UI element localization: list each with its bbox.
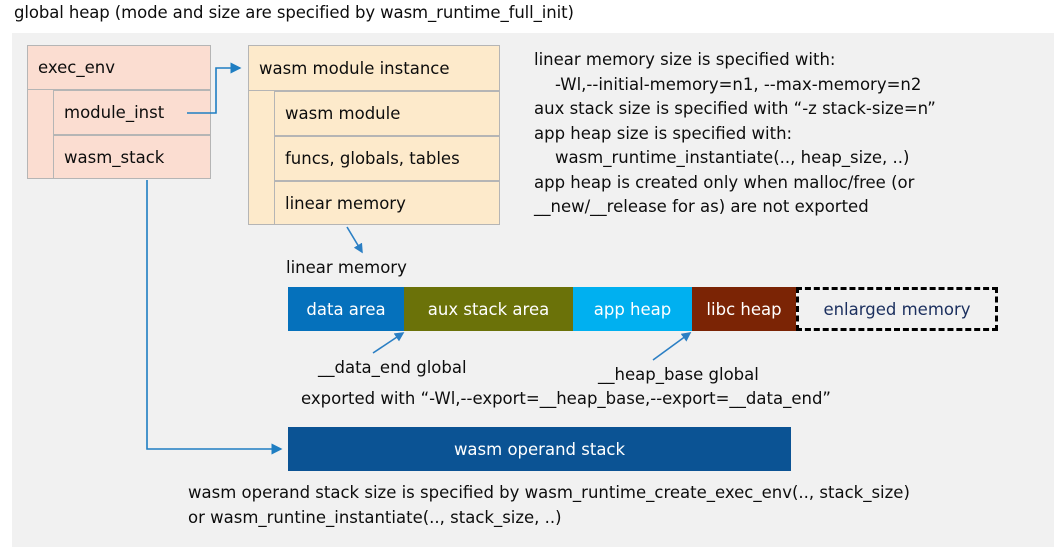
- wasm-module-instance-header-label: wasm module instance: [259, 58, 450, 78]
- exec-env-field-module-inst: module_inst: [53, 90, 211, 135]
- memory-segment-libc-heap: libc heap: [692, 287, 796, 331]
- linear-memory-bar: data area aux stack area app heap libc heap…: [288, 287, 998, 331]
- memory-segment-label: enlarged memory: [823, 299, 971, 319]
- module-inst-label: module_inst: [64, 103, 165, 122]
- module-field-funcs-globals-tables: funcs, globals, tables: [274, 136, 500, 181]
- memory-segment-label: app heap: [593, 299, 672, 319]
- memory-segment-label: aux stack area: [427, 299, 550, 319]
- funcs-globals-tables-label: funcs, globals, tables: [285, 149, 460, 168]
- memory-segment-label: libc heap: [706, 299, 782, 319]
- wasm-module-label: wasm module: [285, 104, 401, 123]
- module-field-linear-memory: linear memory: [274, 181, 500, 225]
- page-title: global heap (mode and size are specified…: [14, 3, 574, 22]
- module-field-wasm-module: wasm module: [274, 91, 500, 136]
- exec-env-field-wasm-stack: wasm_stack: [53, 135, 211, 179]
- memory-segment-enlarged-memory: enlarged memory: [796, 287, 998, 331]
- linear-memory-notes: linear memory size is specified with: -W…: [534, 50, 936, 216]
- memory-segment-data-area: data area: [288, 287, 404, 331]
- exec-env-header: exec_env: [27, 45, 211, 90]
- wasm-operand-stack-box: wasm operand stack: [288, 427, 791, 471]
- memory-segment-label: data area: [306, 299, 386, 319]
- callout-heap-base: __heap_base global: [598, 365, 759, 384]
- callout-data-end: __data_end global: [318, 358, 467, 377]
- wasm-module-instance-header: wasm module instance: [248, 45, 500, 91]
- operand-stack-notes: wasm operand stack size is specified by …: [188, 483, 910, 527]
- memory-segment-app-heap: app heap: [573, 287, 692, 331]
- linear-memory-bar-label: linear memory: [286, 258, 407, 277]
- wasm-stack-label: wasm_stack: [64, 147, 165, 167]
- memory-segment-aux-stack-area: aux stack area: [404, 287, 573, 331]
- wasm-operand-stack-label: wasm operand stack: [453, 439, 626, 459]
- linear-memory-field-label: linear memory: [285, 193, 406, 213]
- exec-env-header-label: exec_env: [38, 58, 115, 77]
- callout-exported-with: exported with “-Wl,--export=__heap_base,…: [301, 389, 831, 408]
